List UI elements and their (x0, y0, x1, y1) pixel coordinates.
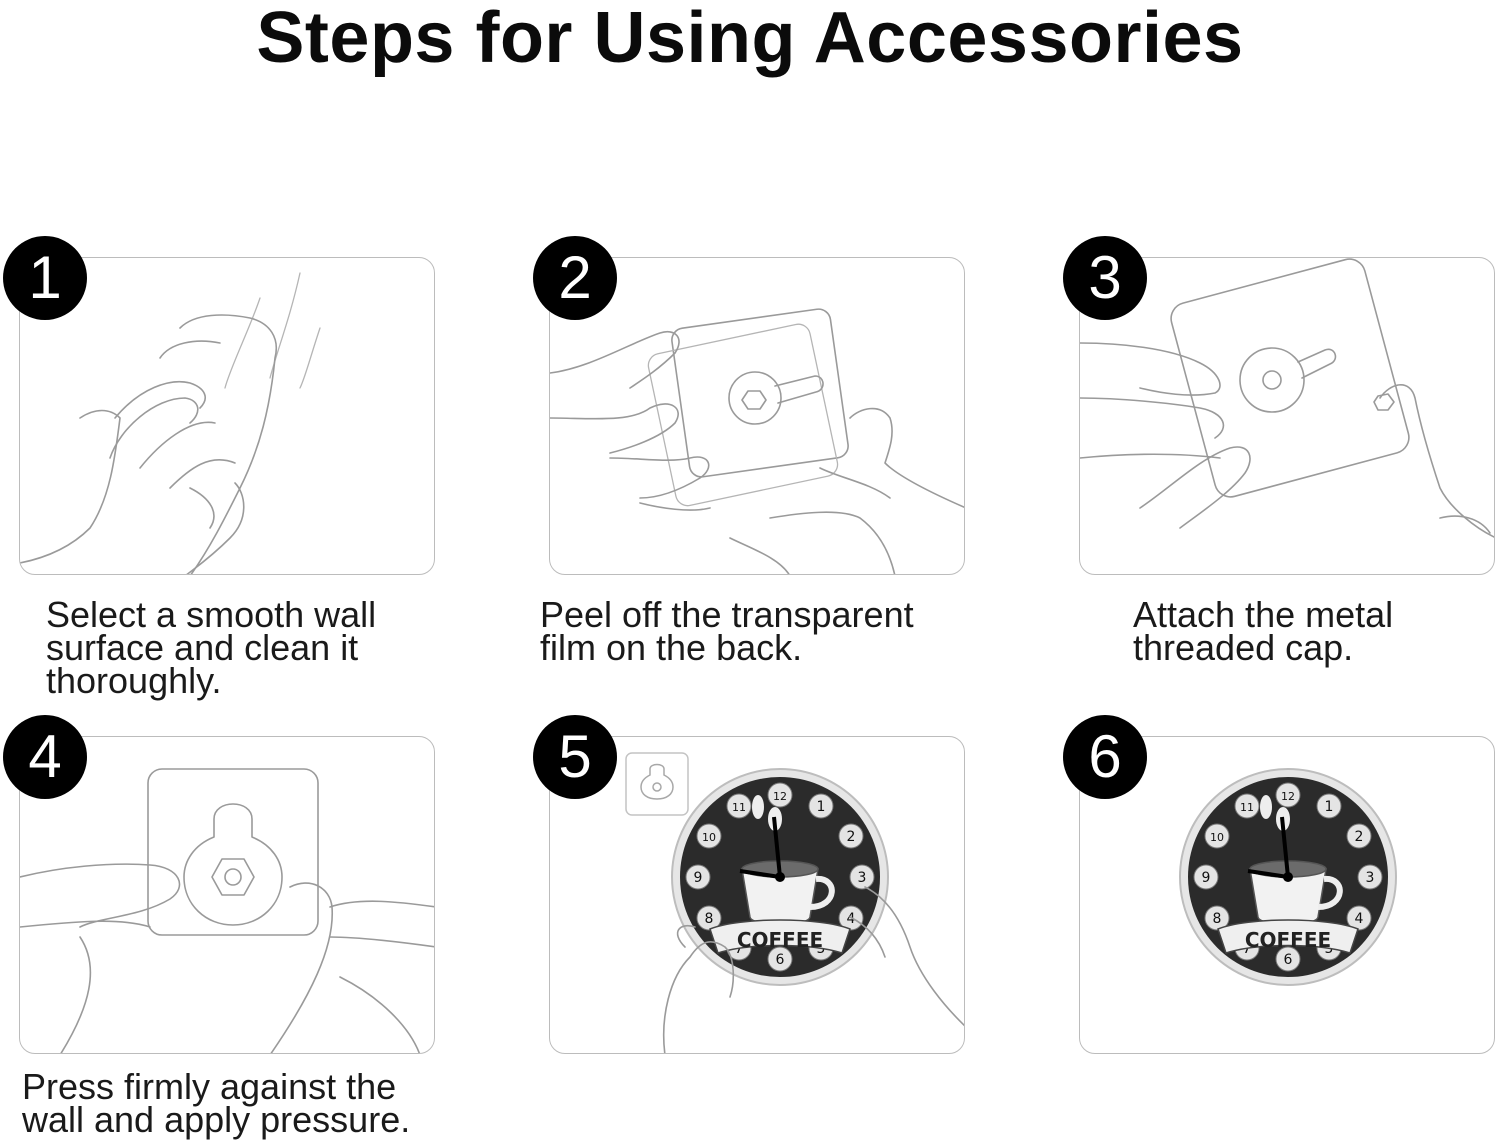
clock-numeral-badge (767, 946, 793, 972)
clock-numeral-badge (1346, 905, 1372, 931)
clock-numeral-badge (808, 793, 834, 819)
step-1-badge: 1 (3, 236, 87, 320)
step-1-panel (19, 257, 435, 575)
clock-brand-label: COFFEE (737, 928, 823, 952)
clock-numeral-badge (1234, 793, 1260, 819)
step-2-caption: Peel off the transparent film on the bac… (540, 594, 914, 668)
clock-numeral: 9 (1202, 870, 1211, 886)
step-1-caption: Select a smooth wall surface and clean i… (46, 594, 377, 701)
clock-numeral: 2 (847, 829, 856, 845)
hand-wiping-wall-icon (20, 272, 321, 574)
step-3-caption: Attach the metal threaded cap. (1133, 594, 1394, 668)
clock-numeral-badge (1275, 946, 1301, 972)
step-6-badge: 6 (1063, 715, 1147, 799)
clock-numeral-badge (685, 864, 711, 890)
clock-numeral: 9 (694, 870, 703, 886)
clock-numeral-badge (1316, 793, 1342, 819)
clock-numeral-badge (696, 823, 722, 849)
step-6-panel: 121234567891011 COFFEE (1079, 736, 1495, 1054)
clock-numeral-badge (1204, 905, 1230, 931)
clock-numeral: 2 (1355, 829, 1364, 845)
step-5-panel: 121234567891011 COFFEE (549, 736, 965, 1054)
clock-numeral: 6 (1284, 952, 1293, 968)
clock-numeral-badge (849, 864, 875, 890)
clock-numeral: 8 (705, 911, 714, 927)
hand-attaching-cap-icon (1080, 258, 1494, 538)
clock-numeral-badge (838, 823, 864, 849)
clock-numeral: 12 (773, 790, 787, 803)
clock-numeral: 12 (1281, 790, 1295, 803)
clock-brand-label: COFFEE (1245, 928, 1331, 952)
clock-numeral-badge (767, 782, 793, 808)
clock-numeral-badge (726, 793, 752, 819)
clock-numeral-badge (696, 905, 722, 931)
step-2-badge: 2 (533, 236, 617, 320)
step-5-badge: 5 (533, 715, 617, 799)
clock-face: 121234567891011 COFFEE (1179, 768, 1397, 986)
step-4-caption: Press firmly against the wall and apply … (22, 1066, 411, 1140)
clock-numeral-badge (1193, 864, 1219, 890)
hand-pressing-hook-icon (20, 768, 434, 1053)
clock-numeral: 1 (1325, 799, 1334, 815)
clock-numeral-badge (1346, 823, 1372, 849)
clock-numeral-badge (1357, 864, 1383, 890)
clock-numeral: 4 (1355, 911, 1364, 927)
step-4-panel (19, 736, 435, 1054)
clock-numeral: 11 (732, 801, 746, 814)
page-title: Steps for Using Accessories (256, 0, 1244, 78)
step-3-badge: 3 (1063, 236, 1147, 320)
step-2-panel (549, 257, 965, 575)
clock-numeral: 10 (1210, 831, 1224, 844)
clock-numeral-badge (1204, 823, 1230, 849)
clock-numeral: 10 (702, 831, 716, 844)
hands-hanging-clock-icon: 121234567891011 COFFEE (625, 752, 964, 1053)
clock-numeral: 11 (1240, 801, 1254, 814)
step-4-badge: 4 (3, 715, 87, 799)
clock-numeral: 1 (817, 799, 826, 815)
step-3-panel (1079, 257, 1495, 575)
clock-face: 121234567891011 COFFEE (671, 768, 889, 986)
clock-numeral: 6 (776, 952, 785, 968)
hung-clock-icon: 121234567891011 COFFEE (1179, 768, 1397, 986)
clock-numeral: 3 (1366, 870, 1375, 886)
hand-peeling-film-icon (550, 308, 964, 574)
clock-numeral: 3 (858, 870, 867, 886)
clock-numeral: 8 (1213, 911, 1222, 927)
clock-numeral-badge (1275, 782, 1301, 808)
clock-numeral: 4 (847, 911, 856, 927)
